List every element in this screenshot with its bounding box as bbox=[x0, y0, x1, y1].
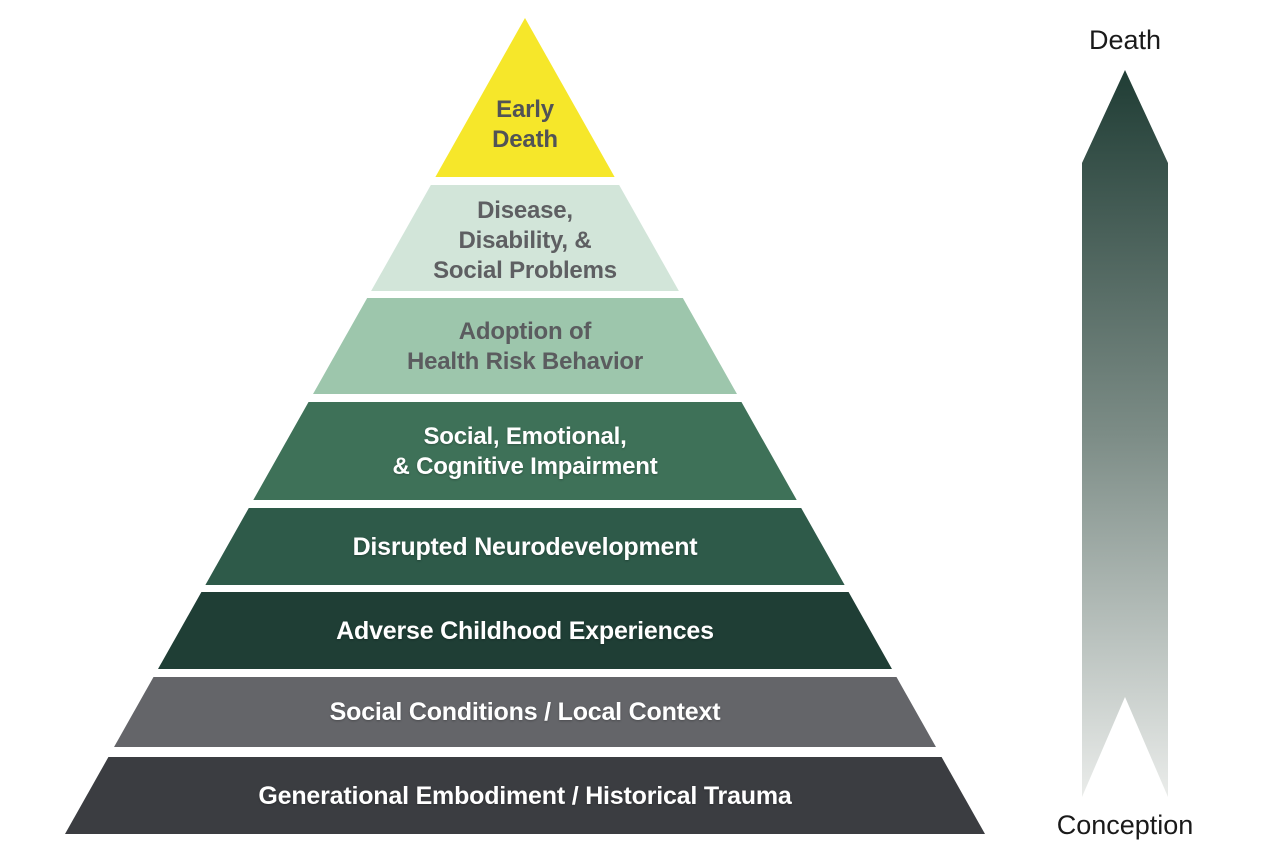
pyramid-level-6-shape bbox=[158, 592, 892, 669]
timeline-arrow-shape bbox=[1082, 70, 1168, 797]
pyramid-level-1-shape bbox=[435, 18, 615, 177]
pyramid-level-3-shape bbox=[313, 298, 737, 394]
pyramid-level-8-shape bbox=[65, 757, 985, 834]
pyramid-level-2-shape bbox=[371, 185, 679, 291]
pyramid-level-7-shape bbox=[114, 677, 936, 747]
pyramid-level-5-shape bbox=[205, 508, 845, 585]
pyramid-level-4-shape bbox=[253, 402, 797, 500]
